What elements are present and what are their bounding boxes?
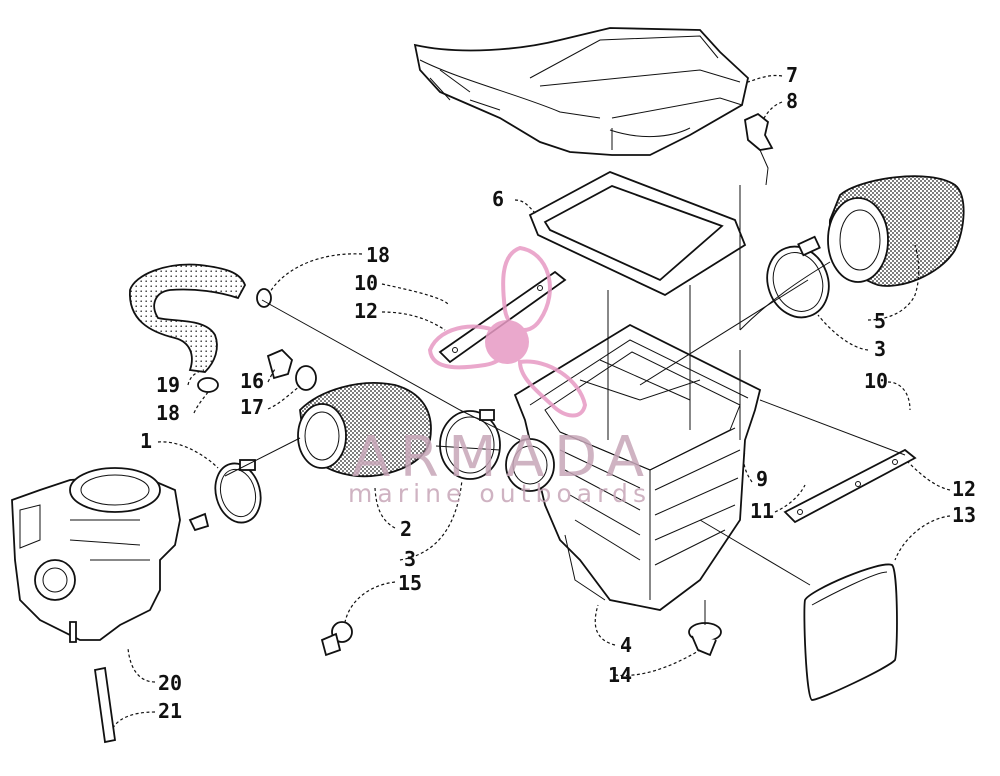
leader-lines <box>111 74 951 731</box>
callout-19: 19 <box>156 373 180 397</box>
bulb-part <box>320 621 353 657</box>
airbox-outlet-part <box>505 438 555 492</box>
panel-part <box>803 563 898 701</box>
breather-hose-part <box>129 263 246 373</box>
callout-11: 11 <box>750 499 774 523</box>
callout-17: 17 <box>240 395 264 419</box>
hose-clamp-lower-part <box>197 377 219 393</box>
callout-10-left: 10 <box>354 271 378 295</box>
callout-3-right: 3 <box>874 337 886 361</box>
gasket-frame-part <box>528 171 747 297</box>
callout-12-left: 12 <box>354 299 378 323</box>
assembly-lines <box>224 185 906 625</box>
plug-part <box>266 348 294 380</box>
callout-21: 21 <box>158 699 182 723</box>
callout-7: 7 <box>786 63 798 87</box>
callout-1: 1 <box>140 429 152 453</box>
callout-8: 8 <box>786 89 798 113</box>
callout-18-top: 18 <box>366 243 390 267</box>
bracket-left-part <box>438 270 567 364</box>
watermark-brand: ARMADA <box>352 425 648 490</box>
clamp-ring-middle-part <box>439 409 501 480</box>
bracket-right-part <box>783 448 917 524</box>
callout-2: 2 <box>400 517 412 541</box>
clip-part <box>744 112 774 186</box>
filter-element-part <box>827 175 965 287</box>
drain-hose-part <box>93 666 117 744</box>
intake-boot-part <box>297 382 432 478</box>
airbox-cover-part <box>413 27 749 156</box>
callout-18-bottom: 18 <box>156 401 180 425</box>
callout-20: 20 <box>158 671 182 695</box>
grommet-part <box>688 622 722 657</box>
callout-4: 4 <box>620 633 632 657</box>
callout-16: 16 <box>240 369 264 393</box>
carburetor-part <box>11 467 210 643</box>
clamp-ring-right-part <box>766 235 830 319</box>
callout-3-middle: 3 <box>404 547 416 571</box>
clamp-ring-left-part <box>214 459 262 524</box>
callout-12-right: 12 <box>952 477 976 501</box>
plug-clamp-part <box>295 365 317 391</box>
callout-6: 6 <box>492 187 504 211</box>
propeller-logo-icon <box>427 245 588 418</box>
callout-labels: 7 8 6 18 10 12 19 18 16 17 1 2 3 15 4 14… <box>140 63 976 723</box>
callout-15: 15 <box>398 571 422 595</box>
callout-9: 9 <box>756 467 768 491</box>
airbox-body-part <box>513 323 762 611</box>
callout-10-right: 10 <box>864 369 888 393</box>
callout-5: 5 <box>874 309 886 333</box>
callout-13: 13 <box>952 503 976 527</box>
callout-14: 14 <box>608 663 632 687</box>
